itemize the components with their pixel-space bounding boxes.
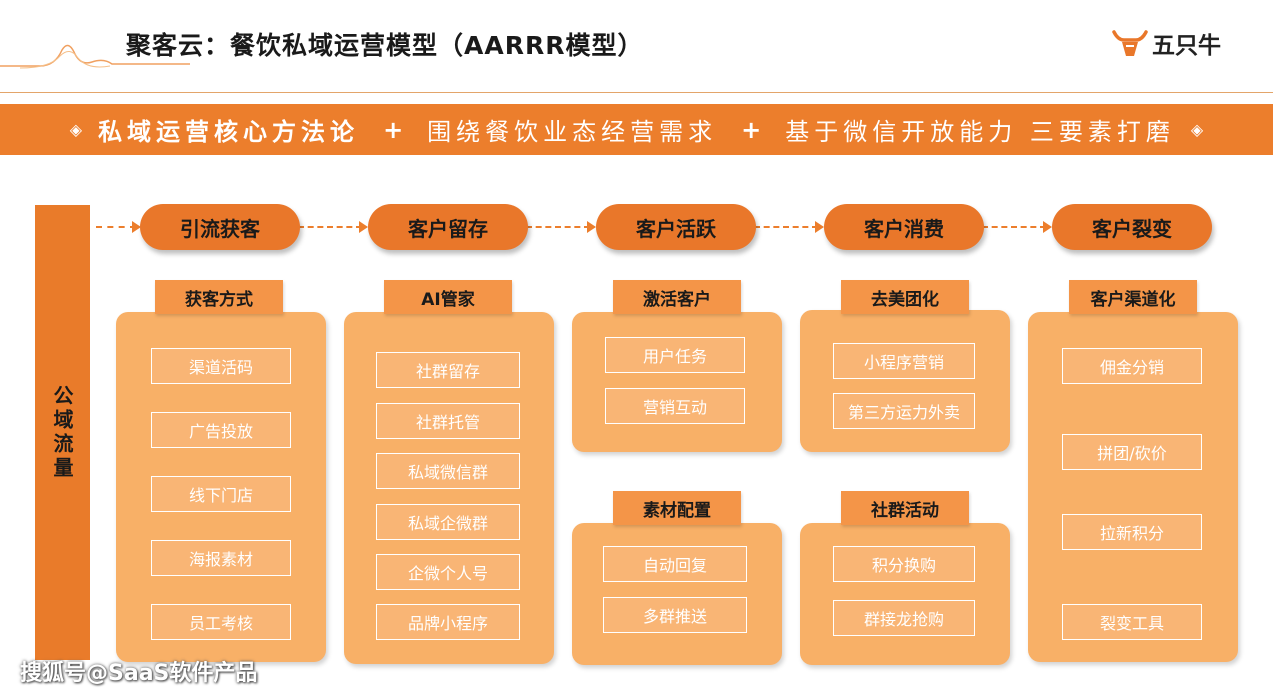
stage-revenue: 客户消费 — [824, 204, 984, 250]
list-item: 拼团/砍价 — [1062, 434, 1202, 470]
panel-community-activities — [800, 523, 1010, 665]
list-item: 品牌小程序 — [376, 604, 520, 640]
public-traffic-bar: 公域流量 — [35, 205, 90, 660]
panel-material-config — [572, 523, 782, 665]
list-item: 用户任务 — [605, 337, 745, 373]
arrow-right-icon — [815, 221, 824, 233]
flow-connector — [754, 226, 818, 228]
arrow-right-icon — [587, 221, 596, 233]
arrow-right-icon — [132, 221, 141, 233]
banner-plus-2: + — [741, 115, 762, 144]
arrow-right-icon — [359, 221, 368, 233]
wave-decoration — [0, 44, 190, 69]
panel-de-meituan — [800, 310, 1010, 452]
banner-part-3: 基于微信开放能力 三要素打磨 — [785, 118, 1175, 146]
stage-referral: 客户裂变 — [1052, 204, 1212, 250]
list-item: 海报素材 — [151, 540, 291, 576]
group-title: 去美团化 — [841, 280, 969, 314]
list-item: 私域企微群 — [376, 504, 520, 540]
list-item: 裂变工具 — [1062, 604, 1202, 640]
stage-activation: 客户活跃 — [596, 204, 756, 250]
flow-connector — [982, 226, 1046, 228]
list-item: 线下门店 — [151, 476, 291, 512]
list-item: 员工考核 — [151, 604, 291, 640]
header-divider — [0, 92, 1273, 93]
flow-connector — [96, 226, 136, 228]
list-item: 自动回复 — [603, 546, 747, 582]
flow-connector — [526, 226, 590, 228]
watermark: 搜狐号@SaaS软件产品 — [20, 661, 258, 686]
banner-part-2: 围绕餐饮业态经营需求 — [427, 118, 718, 146]
list-item: 拉新积分 — [1062, 514, 1202, 550]
brand-logo: 五只牛 — [1112, 26, 1221, 60]
stage-retention: 客户留存 — [368, 204, 528, 250]
diamond-icon: ◈ — [1190, 120, 1204, 139]
list-item: 社群留存 — [376, 352, 520, 388]
list-item: 积分换购 — [833, 546, 975, 582]
list-item: 群接龙抢购 — [833, 600, 975, 636]
group-title: AI管家 — [384, 280, 512, 314]
page-title: 聚客云：餐饮私域运营模型（AARRR模型） — [126, 31, 644, 60]
list-item: 企微个人号 — [376, 554, 520, 590]
flow-connector — [298, 226, 362, 228]
list-item: 社群托管 — [376, 403, 520, 439]
banner-plus-1: + — [383, 115, 404, 144]
list-item: 小程序营销 — [833, 343, 975, 379]
list-item: 私域微信群 — [376, 453, 520, 489]
list-item: 佣金分销 — [1062, 348, 1202, 384]
list-item: 广告投放 — [151, 412, 291, 448]
panel-activate-customers — [572, 312, 782, 452]
stage-acquisition: 引流获客 — [140, 204, 300, 250]
group-title: 激活客户 — [613, 280, 741, 314]
list-item: 营销互动 — [605, 388, 745, 424]
group-title: 客户渠道化 — [1069, 280, 1197, 314]
banner-part-1: 私域运营核心方法论 — [98, 118, 360, 146]
logo-text: 五只牛 — [1152, 33, 1221, 59]
group-title: 获客方式 — [155, 280, 283, 314]
public-traffic-label: 公域流量 — [50, 384, 74, 481]
group-title: 素材配置 — [613, 491, 741, 525]
list-item: 第三方运力外卖 — [833, 393, 975, 429]
methodology-banner: ◈ 私域运营核心方法论 + 围绕餐饮业态经营需求 + 基于微信开放能力 三要素打… — [0, 104, 1273, 155]
diamond-icon: ◈ — [69, 120, 83, 139]
group-title: 社群活动 — [841, 491, 969, 525]
arrow-right-icon — [1043, 221, 1052, 233]
bull-head-icon — [1112, 30, 1148, 56]
list-item: 渠道活码 — [151, 348, 291, 384]
list-item: 多群推送 — [603, 597, 747, 633]
